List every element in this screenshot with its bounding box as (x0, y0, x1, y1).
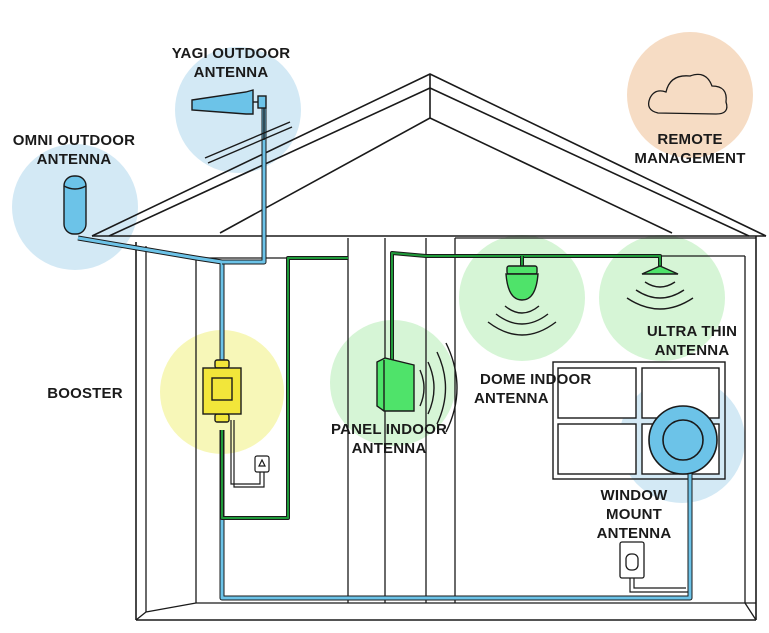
label-line: MOUNT (606, 506, 662, 523)
label-line: MANAGEMENT (634, 150, 746, 167)
label-omni-outdoor-antenna: OMNI OUTDOOR ANTENNA (4, 131, 144, 169)
label-ultra-thin-antenna: ULTRA THIN ANTENNA (640, 322, 744, 360)
booster-icon (202, 359, 242, 423)
ultra-thin-antenna-icon (626, 265, 694, 310)
label-line: PANEL INDOOR (330, 421, 448, 438)
label-yagi-outdoor-antenna: YAGI OUTDOOR ANTENNA (166, 44, 296, 82)
label-line: ANTENNA (193, 64, 269, 81)
window-mount-antenna-icon (648, 405, 718, 475)
cloud-icon (647, 73, 728, 115)
power-outlet-icon (254, 455, 270, 473)
label-line: REMOTE (657, 131, 723, 148)
label-line: OMNI OUTDOOR (12, 132, 136, 149)
label-line: ULTRA THIN (646, 323, 738, 340)
label-line: ANTENNA (596, 525, 672, 542)
label-panel-indoor-antenna: PANEL INDOOR ANTENNA (326, 420, 452, 458)
label-line: ANTENNA (351, 440, 427, 457)
omni-antenna-icon (63, 175, 87, 235)
label-line: WINDOW (600, 487, 668, 504)
remote-halo (627, 32, 753, 158)
roof (91, 73, 767, 621)
label-line: DOME INDOOR (480, 371, 592, 388)
label-line: ANTENNA (474, 390, 549, 407)
label-line: YAGI OUTDOOR (171, 45, 291, 62)
label-remote-management: REMOTE MANAGEMENT (628, 130, 752, 168)
yagi-antenna-icon (191, 89, 293, 164)
panel-antenna-icon (376, 342, 458, 433)
label-line: ANTENNA (654, 342, 730, 359)
label-window-mount-antenna: WINDOW MOUNT ANTENNA (584, 486, 684, 543)
label-line: BOOSTER (47, 385, 123, 402)
dome-antenna-icon (487, 265, 557, 336)
power-lines (230, 420, 688, 593)
label-dome-indoor-antenna: DOME INDOOR ANTENNA (474, 370, 610, 408)
label-line: ANTENNA (36, 151, 112, 168)
label-booster: BOOSTER (44, 384, 126, 403)
power-adapter-icon (619, 541, 645, 579)
